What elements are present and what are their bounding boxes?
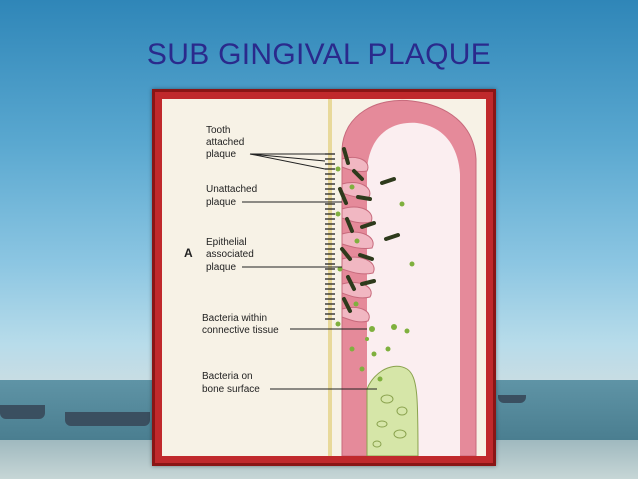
tooth-surface (328, 99, 332, 456)
panel-letter: A (184, 246, 193, 260)
slide-title: SUB GINGIVAL PLAQUE (146, 38, 492, 71)
label-tooth-attached-2: attached (206, 137, 244, 148)
boat-left (0, 405, 45, 419)
boat-left-2 (65, 412, 150, 426)
label-bone-2: bone surface (202, 384, 260, 395)
label-tooth-attached-3: plaque (206, 149, 236, 160)
label-unattached-1: Unattached (206, 184, 257, 195)
bacteria-cocci (335, 166, 415, 382)
leader-lines (242, 153, 377, 390)
figure-panel: Tooth attached plaque Unattached plaque … (162, 99, 486, 457)
label-epithelial-3: plaque (206, 262, 236, 273)
tooth-attached-hatches (325, 153, 335, 320)
label-bone-1: Bacteria on (202, 371, 253, 382)
label-epithelial-1: Epithelial (206, 237, 247, 248)
label-unattached-2: plaque (206, 197, 236, 208)
label-tooth-attached-1: Tooth (206, 125, 230, 136)
label-epithelial-2: associated (206, 249, 254, 260)
label-connective-1: Bacteria within (202, 313, 267, 324)
boat-right (498, 395, 526, 403)
label-connective-2: connective tissue (202, 325, 279, 336)
bone-marrow-spaces (372, 394, 408, 448)
subgingival-diagram: Tooth attached plaque Unattached plaque … (184, 99, 477, 457)
bone (366, 365, 419, 457)
bacteria-rods (338, 147, 400, 313)
